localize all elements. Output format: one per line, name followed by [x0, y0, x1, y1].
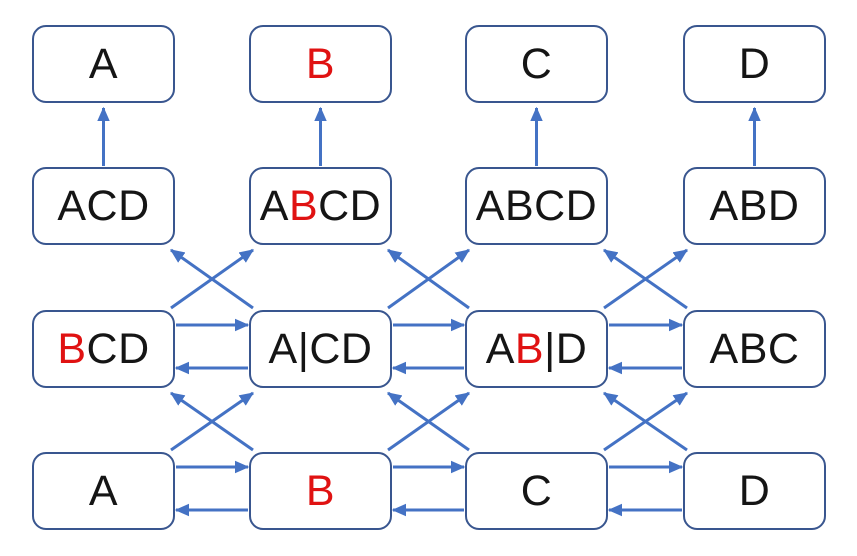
- node-label-segment-red: B: [305, 39, 336, 88]
- node-c-r4c3: C: [465, 452, 608, 530]
- node-label-segment: D: [738, 466, 771, 515]
- node-label-segment: ACD: [57, 181, 150, 230]
- arrow-b4-to-m3: [603, 391, 688, 452]
- arrow-b3-to-m2: [387, 391, 470, 452]
- node-label-segment: ABCD: [475, 181, 598, 230]
- node-label-segment: A: [88, 466, 119, 515]
- node-label-segment: CD: [318, 181, 382, 230]
- node-acd-r2c1: ACD: [32, 167, 175, 245]
- node-d-r1c4: D: [683, 25, 826, 103]
- arrow-m3-to-s2: [387, 248, 470, 310]
- node-label-segment: C: [520, 39, 553, 88]
- node-label-segment: CD: [86, 324, 150, 373]
- node-label-segment: A: [485, 324, 515, 373]
- node-label-segment: A: [88, 39, 119, 88]
- node-label-segment: C: [520, 466, 553, 515]
- node-label-segment: ABC: [709, 324, 800, 373]
- node-a-r1c1: A: [32, 25, 175, 103]
- arrow-m4-to-s3: [603, 248, 688, 310]
- node-b-r1c2: B: [249, 25, 392, 103]
- node-c-r1c3: C: [465, 25, 608, 103]
- node-acd-r3c2: A|CD: [249, 310, 392, 388]
- node-a-r4c1: A: [32, 452, 175, 530]
- node-label-segment: A: [259, 181, 289, 230]
- arrow-b2-to-m1: [170, 391, 254, 452]
- node-b-r4c2: B: [249, 452, 392, 530]
- node-label-segment-red: B: [514, 324, 545, 373]
- node-label-segment: ABD: [709, 181, 800, 230]
- node-label-segment: D: [738, 39, 771, 88]
- node-abd-r2c4: ABD: [683, 167, 826, 245]
- node-d-r4c4: D: [683, 452, 826, 530]
- node-abcd-r2c3: ABCD: [465, 167, 608, 245]
- node-label-segment-red: B: [57, 324, 87, 373]
- node-label-segment-red: B: [305, 466, 336, 515]
- node-label-segment: |D: [544, 324, 588, 373]
- node-label-segment-red: B: [288, 181, 319, 230]
- node-label-segment: A|CD: [268, 324, 373, 373]
- node-abc-r3c4: ABC: [683, 310, 826, 388]
- arrow-m2-to-s1: [170, 248, 254, 310]
